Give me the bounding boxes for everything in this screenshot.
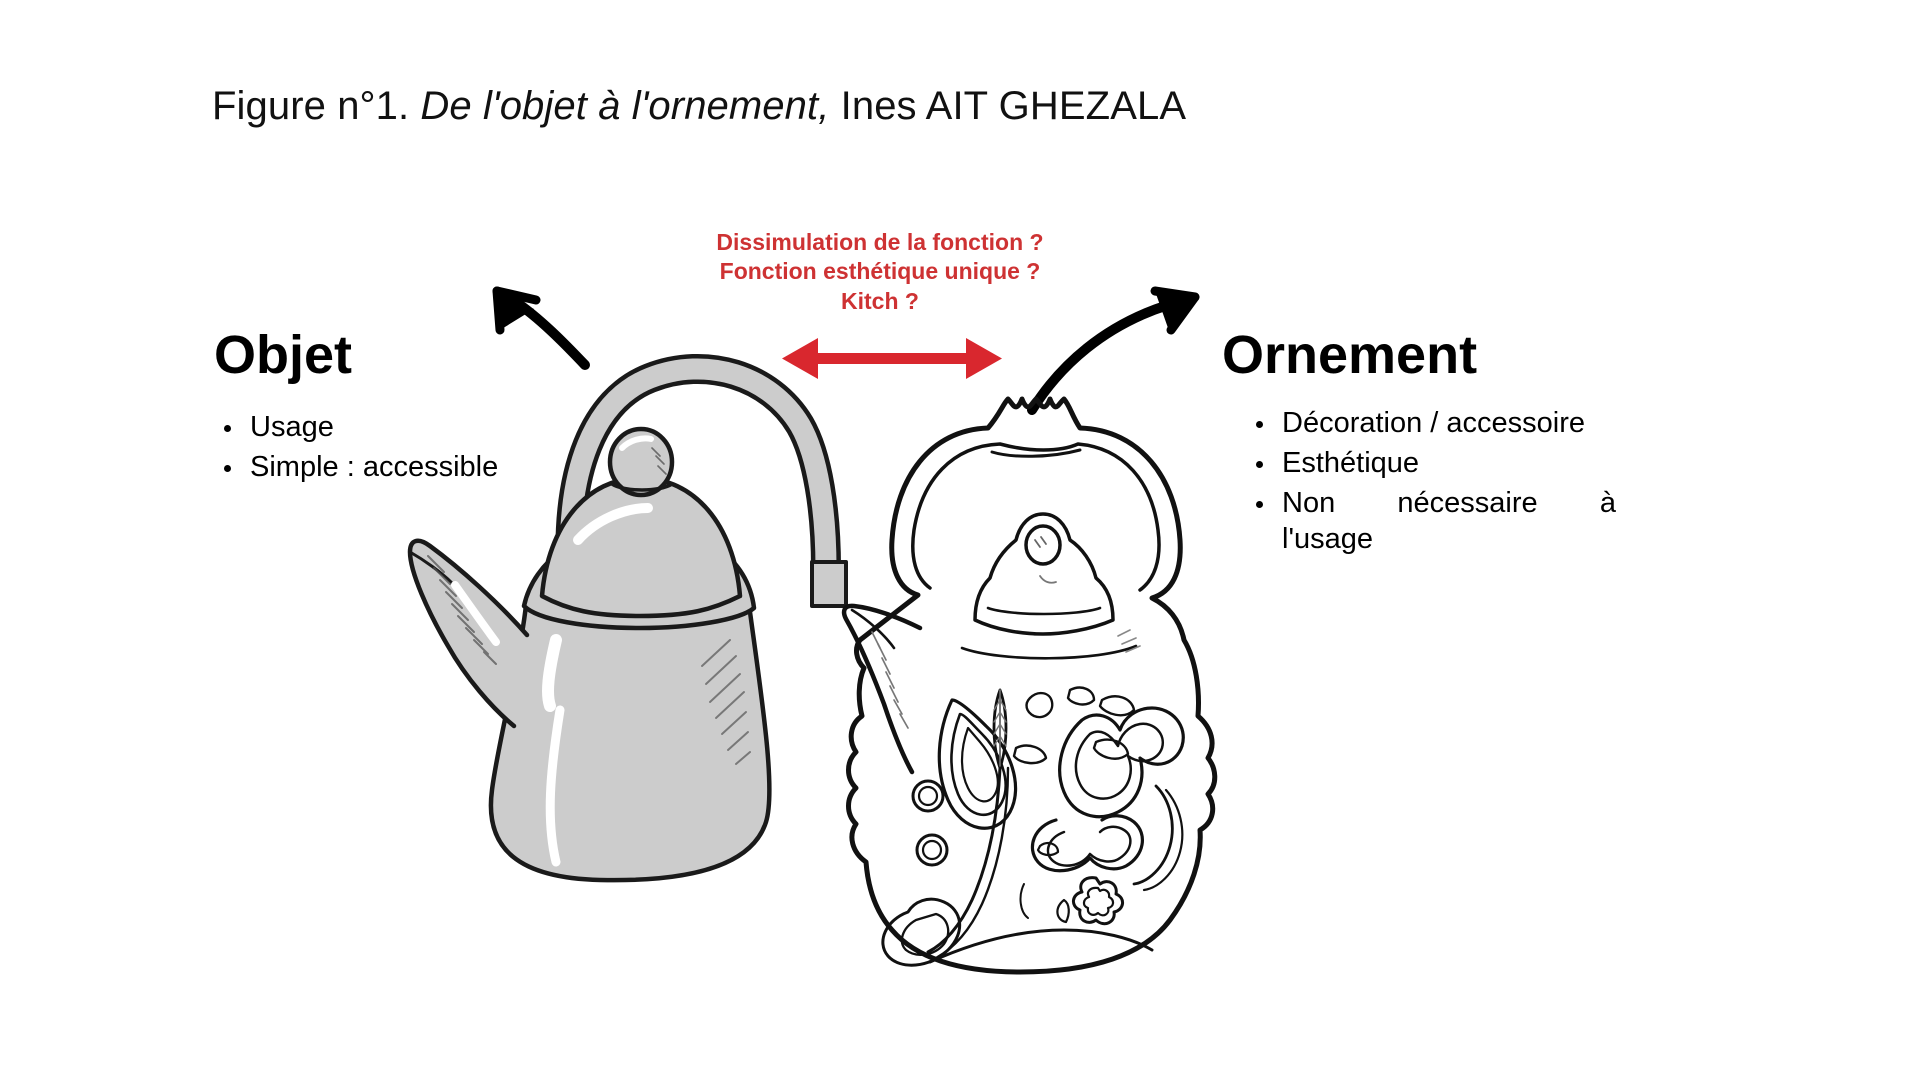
center-question-block: Dissimulation de la fonction ? Fonction … — [660, 228, 1100, 316]
list-item: Non nécessaire à l'usage — [1256, 486, 1616, 558]
question-line-1: Dissimulation de la fonction ? — [716, 229, 1044, 255]
list-item: Esthétique — [1256, 446, 1616, 482]
bullet-list-objet: Usage Simple : accessible — [190, 410, 624, 490]
question-line-3: Kitch ? — [841, 287, 919, 314]
list-item: Simple : accessible — [224, 450, 624, 486]
heading-ornement: Ornement — [1222, 325, 1478, 385]
bullet-list-ornement: Décoration / accessoire Esthétique Non n… — [1222, 406, 1616, 562]
question-line-2: Fonction esthétique unique ? — [719, 258, 1041, 285]
list-item: Usage — [224, 410, 624, 446]
list-item-line-2: l'usage — [1282, 522, 1373, 555]
figure-caption: Figure n°1. De l'objet à l'ornement, Ine… — [212, 82, 1186, 130]
list-item-line-1: Non nécessaire à — [1282, 486, 1616, 519]
heading-objet: Objet — [214, 325, 353, 385]
list-item: Décoration / accessoire — [1256, 406, 1616, 442]
figure-caption-prefix: Figure n°1. — [212, 84, 410, 128]
figure-caption-italic-title: De l'objet à l'ornement, — [420, 84, 830, 128]
ornate-teapot-illustration — [841, 396, 1218, 975]
figure-caption-author: Ines AIT GHEZALA — [840, 84, 1187, 128]
double-headed-arrow-icon — [782, 338, 1002, 379]
curved-arrow-up-left-icon — [492, 286, 590, 370]
